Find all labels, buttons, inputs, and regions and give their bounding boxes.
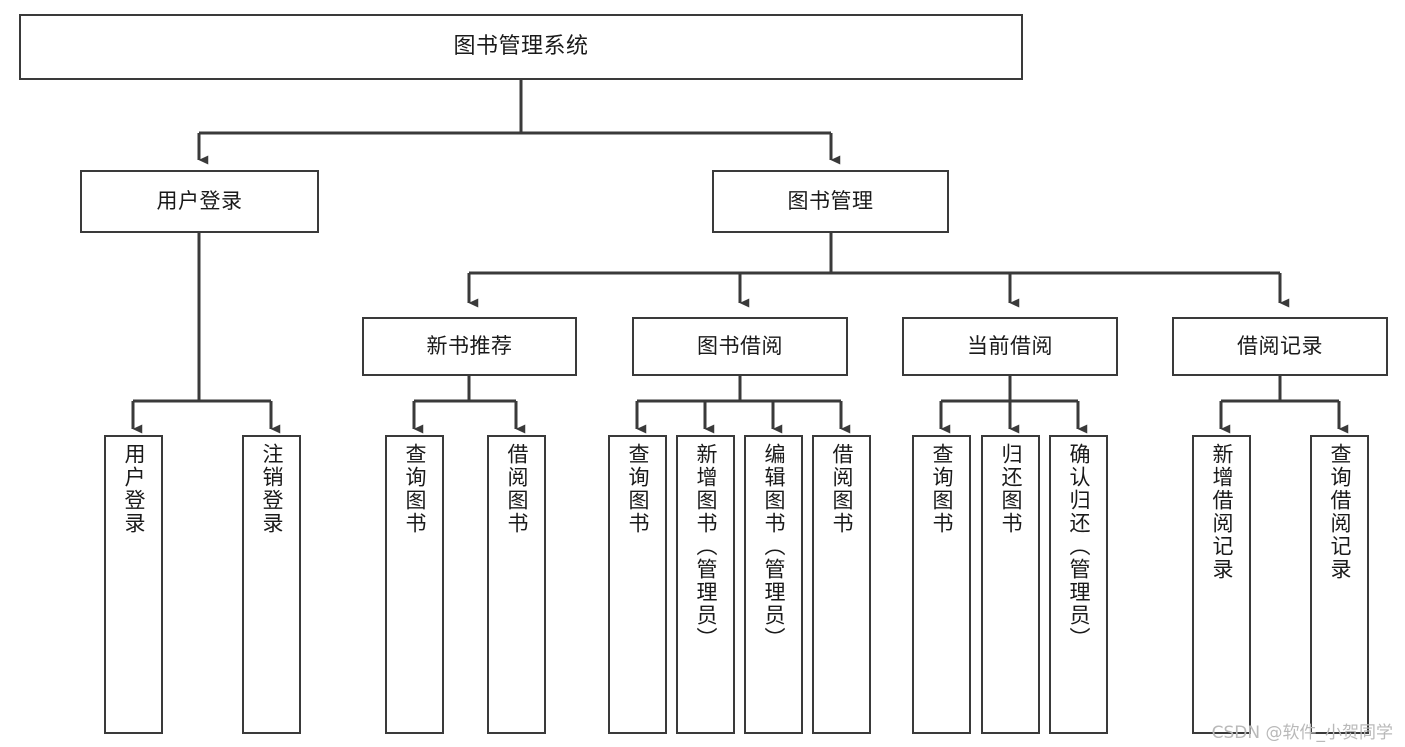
leaf-borrow-add-book[interactable]: 新增图书（管理员） (676, 435, 735, 734)
node-label: 图书管理 (787, 188, 874, 213)
node-new-book-recommend[interactable]: 新书推荐 (362, 317, 577, 376)
node-book-management[interactable]: 图书管理 (712, 170, 949, 233)
node-label: 图书管理系统 (453, 33, 589, 59)
csdn-watermark: CSDN @软件_小贺同学 (1211, 723, 1393, 743)
node-label: 查询图书 (929, 443, 954, 535)
node-label: 编辑图书（管理员） (761, 443, 786, 650)
node-label: 查询图书 (625, 443, 650, 535)
leaf-new-book-query[interactable]: 查询图书 (385, 435, 444, 734)
leaf-borrow-query-book[interactable]: 查询图书 (608, 435, 667, 734)
node-label: 查询借阅记录 (1327, 443, 1352, 581)
node-current-borrow[interactable]: 当前借阅 (902, 317, 1118, 376)
node-label: 用户登录 (156, 188, 243, 213)
node-label: 归还图书 (998, 443, 1023, 535)
leaf-record-query-record[interactable]: 查询借阅记录 (1310, 435, 1369, 734)
leaf-user-login-logout[interactable]: 注销登录 (242, 435, 301, 734)
node-label: 注销登录 (259, 443, 284, 535)
node-borrow-record[interactable]: 借阅记录 (1172, 317, 1388, 376)
node-user-login[interactable]: 用户登录 (80, 170, 319, 233)
leaf-current-query-book[interactable]: 查询图书 (912, 435, 971, 734)
node-label: 新增借阅记录 (1209, 443, 1234, 581)
node-label: 当前借阅 (967, 333, 1053, 358)
node-label: 借阅图书 (829, 443, 854, 535)
node-label: 确认归还（管理员） (1066, 443, 1091, 650)
node-label: 用户登录 (121, 443, 146, 535)
leaf-user-login-login[interactable]: 用户登录 (104, 435, 163, 734)
node-root-system[interactable]: 图书管理系统 (19, 14, 1023, 80)
leaf-current-confirm-return[interactable]: 确认归还（管理员） (1049, 435, 1108, 734)
leaf-new-book-borrow[interactable]: 借阅图书 (487, 435, 546, 734)
node-label: 新增图书（管理员） (693, 443, 718, 650)
leaf-record-add-record[interactable]: 新增借阅记录 (1192, 435, 1251, 734)
leaf-borrow-edit-book[interactable]: 编辑图书（管理员） (744, 435, 803, 734)
node-label: 查询图书 (402, 443, 427, 535)
leaf-borrow-borrow-book[interactable]: 借阅图书 (812, 435, 871, 734)
node-label: 借阅记录 (1237, 333, 1323, 358)
node-label: 新书推荐 (426, 333, 513, 358)
leaf-current-return-book[interactable]: 归还图书 (981, 435, 1040, 734)
node-label: 图书借阅 (697, 333, 783, 358)
node-label: 借阅图书 (504, 443, 529, 535)
node-book-borrow[interactable]: 图书借阅 (632, 317, 848, 376)
